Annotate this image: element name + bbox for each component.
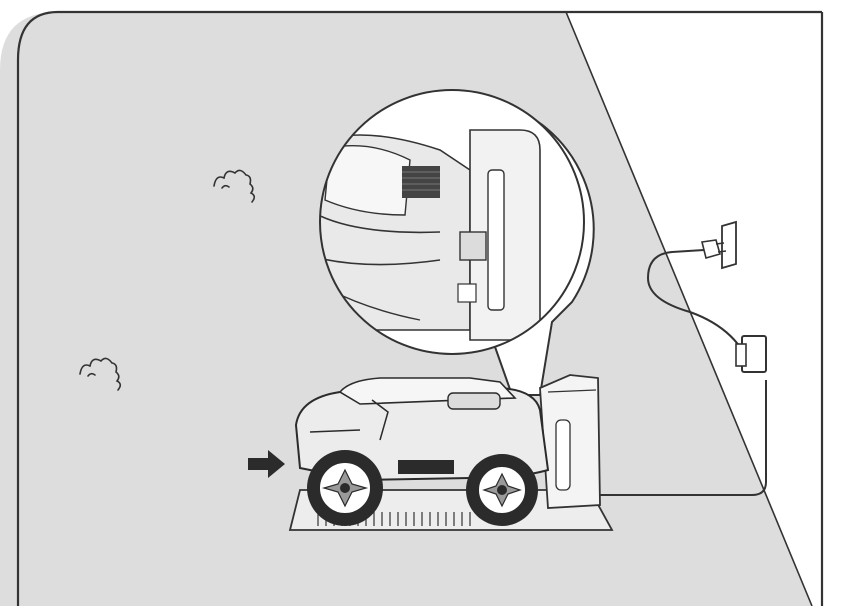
installation-illustration (0, 0, 861, 606)
illustration-canvas (0, 0, 861, 606)
